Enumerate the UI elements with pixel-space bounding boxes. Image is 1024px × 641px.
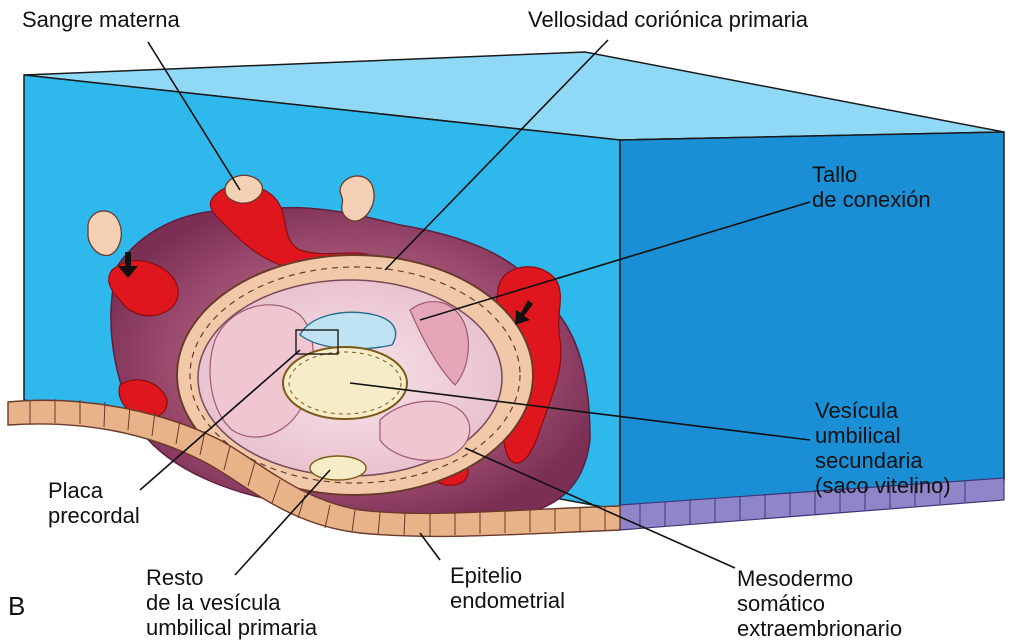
- label-sangre-materna: Sangre materna: [22, 7, 180, 32]
- label-placa-precordal: Placa precordal: [48, 478, 140, 528]
- primary-vesicle-remnant: [310, 456, 366, 480]
- label-mesodermo-somatico: Mesodermo somático extraembrionario: [737, 566, 902, 641]
- label-epitelio-endometrial: Epitelio endometrial: [450, 563, 565, 613]
- secondary-yolk-sac: [283, 347, 407, 419]
- panel-letter: B: [8, 594, 25, 619]
- label-tallo-de-conexion: Tallo de conexión: [812, 162, 931, 212]
- label-vesicula-secundaria: Vesícula umbilical secundaria (saco vite…: [815, 398, 951, 498]
- label-resto-vesicula-primaria: Resto de la vesícula umbilical primaria: [146, 565, 317, 640]
- extraembryonic-mesoderm-right: [380, 401, 470, 460]
- label-vellosidad-corionica: Vellosidad coriónica primaria: [528, 7, 808, 32]
